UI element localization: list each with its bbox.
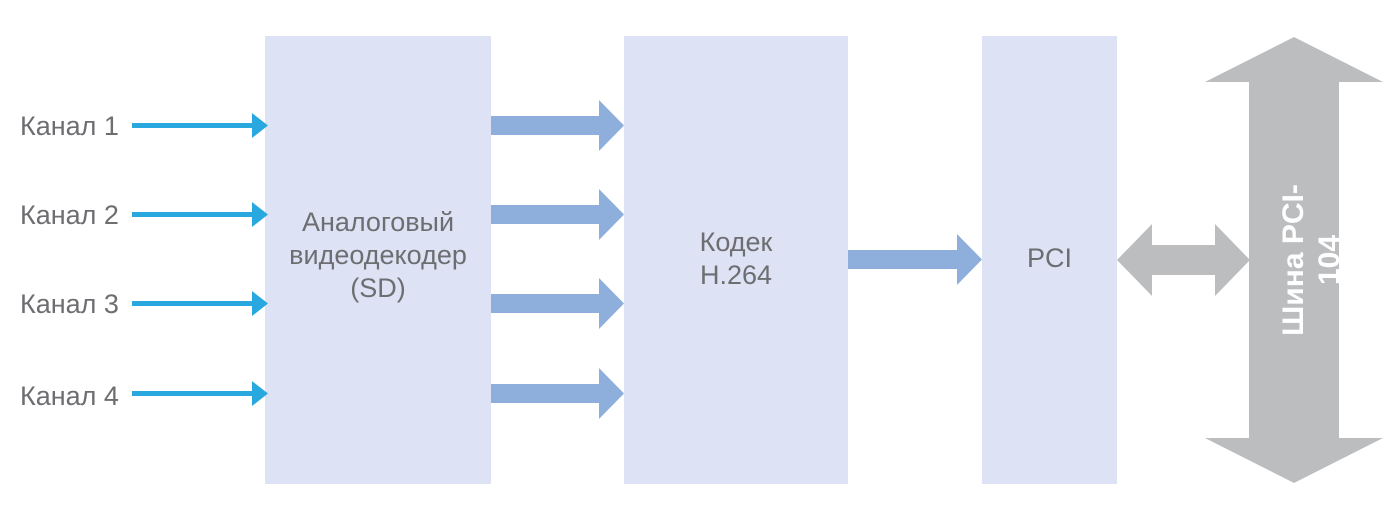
decoder-to-codec-arrow-3 (491, 278, 624, 329)
input-arrow-1 (132, 113, 268, 138)
bus-vertical-arrow (1205, 37, 1383, 483)
bus-label-wrapper: Шина PCI-104 (1276, 160, 1346, 360)
decoder-label-line2: видеодекодер (289, 239, 467, 270)
input-arrow-3 (132, 291, 268, 316)
decoder-block: Аналоговый видеодекодер (SD) (265, 36, 491, 484)
input-arrow-4 (132, 381, 268, 406)
pci-label: PCI (1026, 243, 1072, 273)
decoder-to-codec-arrow-1 (491, 100, 624, 151)
channel-label-1: Канал 1 (20, 111, 119, 141)
pci-bus-double-arrow (1117, 224, 1250, 296)
codec-block: Кодек H.264 (624, 36, 848, 484)
decoder-label-line3: (SD) (350, 272, 406, 303)
decoder-to-codec-arrow-4 (491, 368, 624, 419)
decoder-to-codec-arrow-2 (491, 189, 624, 240)
channel-label-3: Канал 3 (20, 289, 119, 319)
codec-to-pci-arrow (848, 234, 982, 285)
codec-label-line1: Кодек (699, 227, 773, 257)
bus-label: Шина PCI-104 (1277, 184, 1346, 336)
channel-label-2: Канал 2 (20, 200, 119, 230)
decoder-label-line1: Аналоговый (301, 207, 455, 237)
codec-label-line2: H.264 (699, 259, 773, 290)
channel-label-4: Канал 4 (20, 381, 119, 411)
pci-block: PCI (982, 36, 1117, 484)
input-arrow-2 (132, 202, 268, 227)
